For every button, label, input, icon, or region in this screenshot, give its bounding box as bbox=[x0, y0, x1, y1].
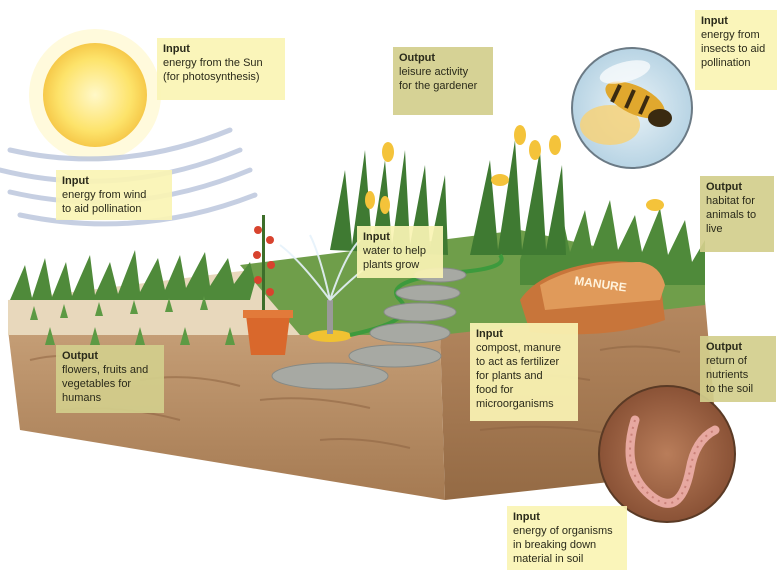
sun-icon bbox=[29, 29, 161, 161]
label-text: return of nutrients to the soil bbox=[706, 354, 770, 396]
label-leisure-activity: Output leisure activity for the gardener bbox=[393, 47, 493, 115]
label-kind: Input bbox=[62, 174, 166, 188]
label-water: Input water to help plants grow bbox=[357, 226, 443, 278]
label-nutrient-return: Output return of nutrients to the soil bbox=[700, 336, 776, 402]
label-kind: Output bbox=[706, 180, 768, 194]
label-kind: Input bbox=[163, 42, 279, 56]
label-kind: Input bbox=[363, 230, 437, 244]
label-text: flowers, fruits and vegetables for human… bbox=[62, 363, 158, 405]
label-text: energy from the Sun (for photosynthesis) bbox=[163, 56, 279, 84]
label-text: energy of organisms in breaking down mat… bbox=[513, 524, 621, 566]
label-kind: Input bbox=[476, 327, 572, 341]
bee-icon bbox=[572, 48, 692, 168]
label-text: habitat for animals to live bbox=[706, 194, 768, 236]
label-kind: Input bbox=[701, 14, 771, 28]
label-kind: Input bbox=[513, 510, 621, 524]
label-wind-pollination: Input energy from wind to aid pollinatio… bbox=[56, 170, 172, 220]
label-kind: Output bbox=[399, 51, 487, 65]
label-animal-habitat: Output habitat for animals to live bbox=[700, 176, 774, 252]
label-kind: Output bbox=[62, 349, 158, 363]
label-compost-manure: Input compost, manure to act as fertiliz… bbox=[470, 323, 578, 421]
label-insect-pollination: Input energy from insects to aid pollina… bbox=[695, 10, 777, 90]
label-text: energy from wind to aid pollination bbox=[62, 188, 166, 216]
label-text: water to help plants grow bbox=[363, 244, 437, 272]
label-flowers-fruits: Output flowers, fruits and vegetables fo… bbox=[56, 345, 164, 413]
label-soil-organisms: Input energy of organisms in breaking do… bbox=[507, 506, 627, 570]
label-text: compost, manure to act as fertilizer for… bbox=[476, 341, 572, 411]
label-kind: Output bbox=[706, 340, 770, 354]
flower-pot-icon bbox=[243, 310, 293, 355]
label-sun-energy: Input energy from the Sun (for photosynt… bbox=[157, 38, 285, 100]
label-text: leisure activity for the gardener bbox=[399, 65, 487, 93]
worm-icon bbox=[599, 386, 735, 522]
label-text: energy from insects to aid pollination bbox=[701, 28, 771, 70]
